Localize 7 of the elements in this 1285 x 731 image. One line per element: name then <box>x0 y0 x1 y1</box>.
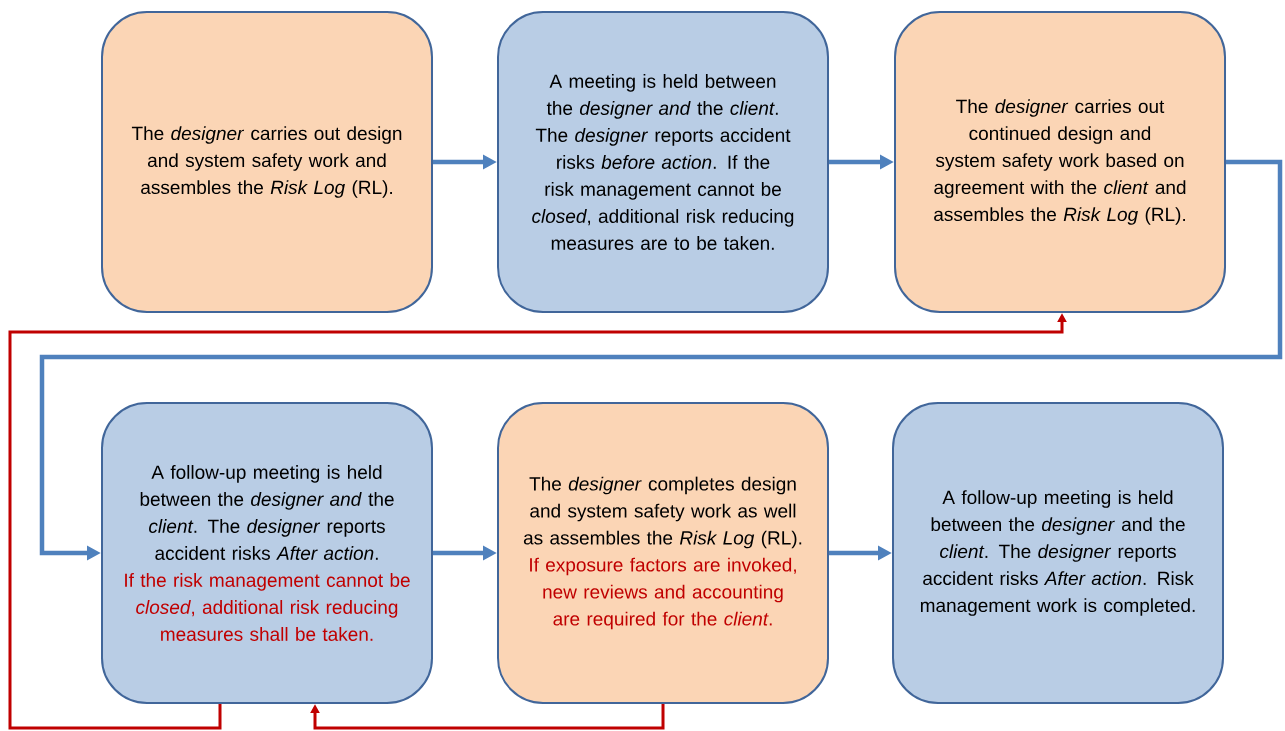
process-box: A meeting is held between the designer and the client. The designer reports accident risks before action. If the risk management cannot be closed, additional risk reducing measures are to be taken. <box>497 11 829 313</box>
process-box: A follow-up meeting is held between the designer and the client. The designer reports accident risks After action. If the risk management cannot be closed, additional risk reducing measures shall be taken. <box>101 402 433 704</box>
process-box: The designer carries out continued design and system safety work based on agreement with the client and assembles the Risk Log (RL). <box>894 11 1226 313</box>
process-box: The designer completes design and system safety work as well as assembles the Risk Log (RL). If exposure factors are invoked, new reviews and accounting are required for the client. <box>497 402 829 704</box>
arrow <box>310 704 665 730</box>
process-box: The designer carries out design and system safety work and assembles the Risk Log (RL). <box>101 11 433 313</box>
process-box: A follow-up meeting is held between the designer and the client. The designer reports accident risks After action. Risk management work is completed. <box>892 402 1224 704</box>
